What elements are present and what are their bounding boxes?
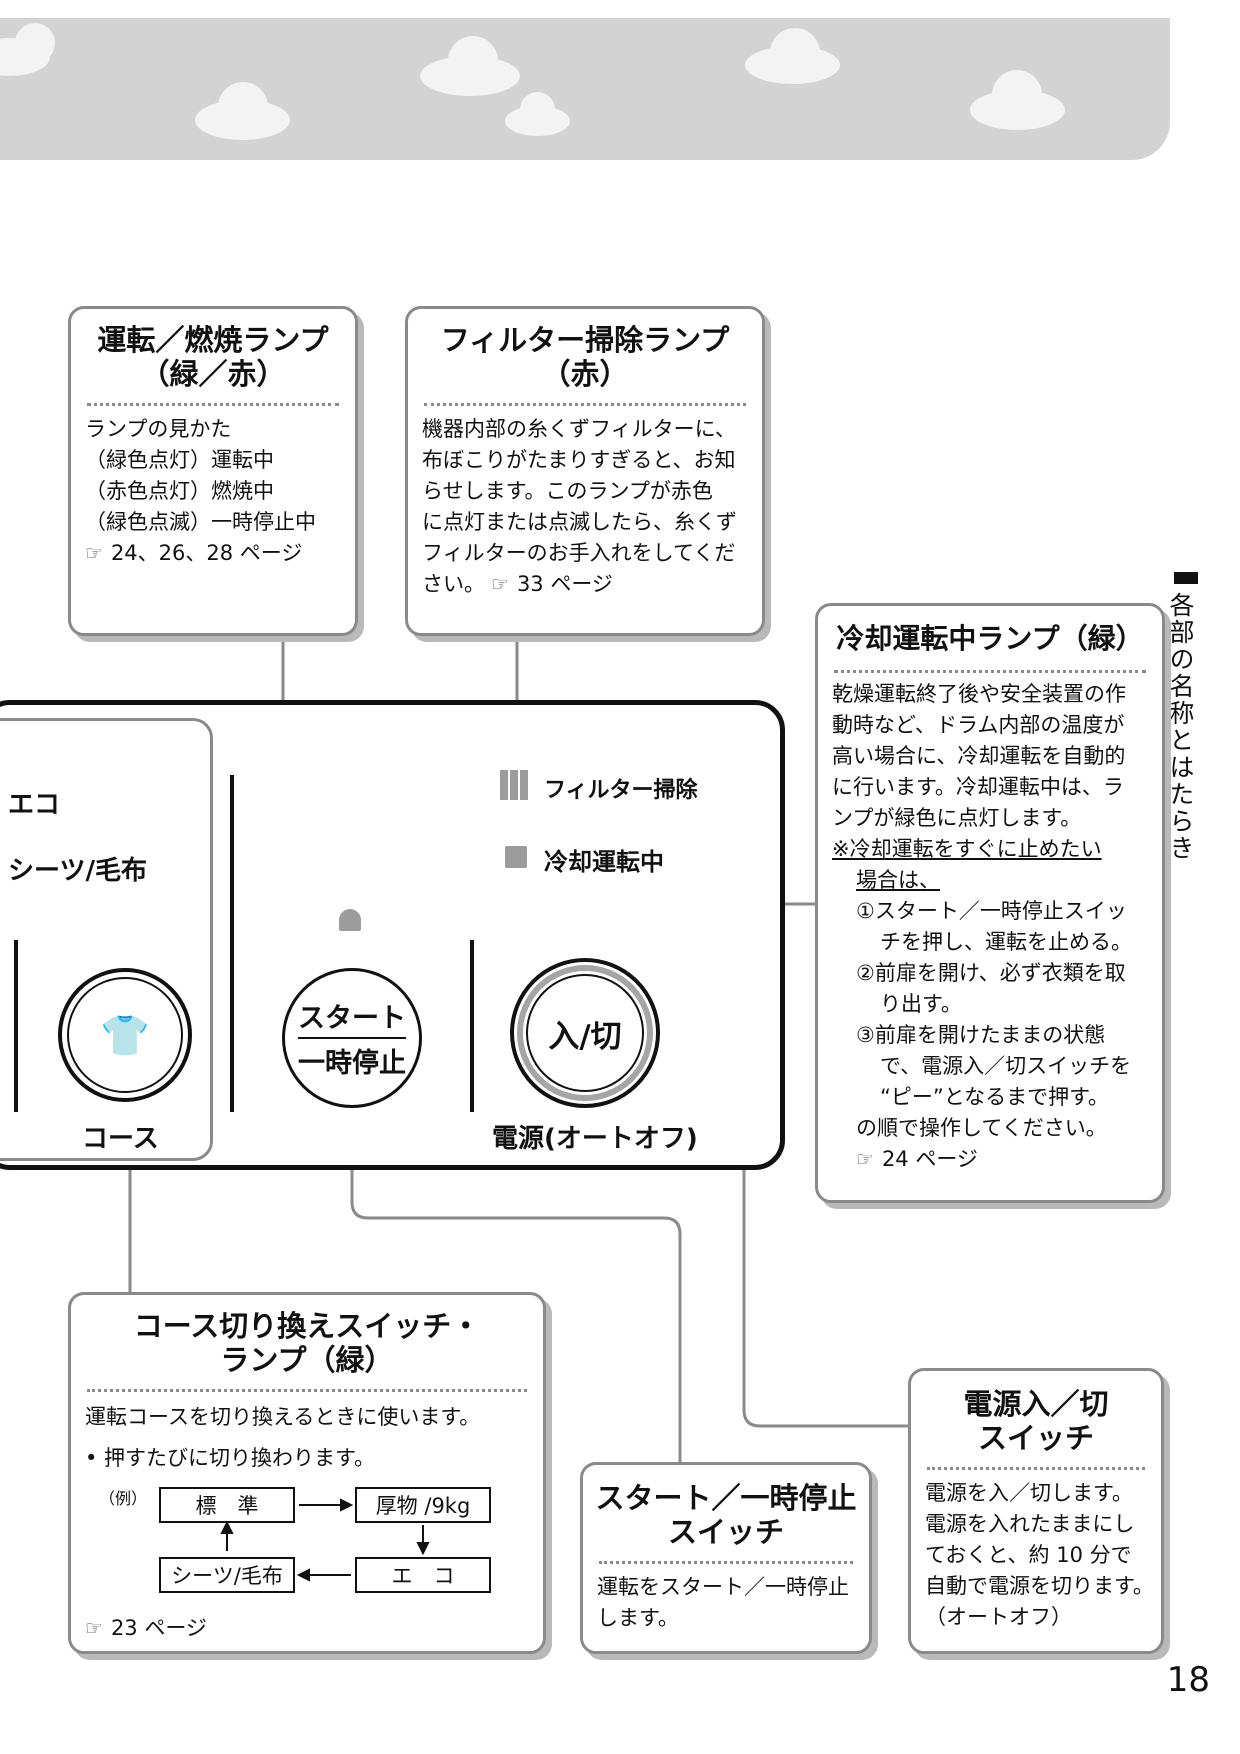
start-line: します。: [597, 1606, 679, 1630]
run-lamp-line: （緑色点灯）運転中: [85, 448, 274, 472]
cooling-step: で、電源入／切スイッチを: [880, 1054, 1132, 1078]
cooling-note: ※冷却運転をすぐに止めたい: [832, 837, 1102, 861]
flow-arrows: [220, 1498, 430, 1582]
sheets-course-label: シーツ/毛布: [8, 856, 147, 886]
page-number: 18: [1166, 1660, 1210, 1700]
cooling-lamp-icon: [505, 846, 527, 868]
filter-lamp-icon: [500, 770, 530, 800]
power-line: （オートオフ）: [925, 1605, 1072, 1629]
cooling-step: “ピー”となるまで押す。: [880, 1085, 1110, 1109]
cooling-note: 場合は、: [856, 868, 940, 892]
callout-run-burn-lamp: 運転／燃焼ランプ （緑／赤） ランプの見かた （緑色点灯）運転中 （赤色点灯）燃…: [68, 306, 358, 636]
filter-lamp-title-1: フィルター掃除ランプ: [440, 323, 730, 357]
callout-filter-lamp: フィルター掃除ランプ （赤） 機器内部の糸くずフィルターに、 布ぼこりがたまりす…: [405, 306, 765, 636]
run-lamp-title-1: 運転／燃焼ランプ: [97, 323, 329, 357]
page-ref-icon: ☞: [856, 1147, 874, 1171]
page-ref-icon: ☞: [85, 541, 103, 565]
power-btn-label: 入/切: [548, 1018, 622, 1055]
side-tab-label: 各部の名称とはたらき: [1166, 592, 1195, 862]
start-btn-line2: 一時停止: [298, 1048, 406, 1079]
power-label: 電源(オートオフ): [492, 1124, 698, 1154]
flow-heavy: 厚物 /9kg: [355, 1487, 491, 1523]
page-ref-icon: ☞: [85, 1616, 103, 1640]
callout-power-switch: 電源入／切 スイッチ 電源を入／切します。 電源を入れたままにし ておくと、約 …: [908, 1368, 1164, 1654]
start-title-1: スタート／一時停止: [595, 1481, 857, 1515]
panel-divider-left: [14, 940, 18, 1112]
run-lamp-title-2: （緑／赤）: [140, 357, 286, 391]
course-button[interactable]: 👕: [58, 968, 192, 1102]
callout-cooling-lamp: 冷却運転中ランプ（緑） 乾燥運転終了後や安全装置の作 動時など、ドラム内部の温度…: [815, 603, 1165, 1203]
power-line: ておくと、約 10 分で: [925, 1543, 1132, 1567]
run-lamp-line: ランプの見かた: [85, 417, 232, 441]
filter-lamp-line: 布ぼこりがたまりすぎると、お知: [422, 448, 736, 472]
cooling-closing: の順で操作してください。: [856, 1116, 1107, 1140]
panel-divider-1: [230, 775, 234, 1112]
callout-course-switch: コース切り換えスイッチ・ ランプ（緑） 運転コースを切り換えるときに使います。 …: [68, 1292, 546, 1654]
run-lamp-ref: 24、26、28 ページ: [110, 541, 303, 565]
cooling-lamp-label: 冷却運転中: [544, 848, 664, 876]
power-title-1: 電源入／切: [963, 1387, 1109, 1421]
cooling-line: 乾燥運転終了後や安全装置の作: [832, 682, 1126, 706]
callout-start-switch: スタート／一時停止 スイッチ 運転をスタート／一時停止 します。: [580, 1462, 872, 1654]
header-band: [0, 18, 1170, 160]
course-ref: 23 ページ: [110, 1616, 207, 1640]
cooling-step: ③前扉を開けたままの状態: [856, 1023, 1106, 1047]
filter-lamp-label: フィルター掃除: [544, 778, 698, 803]
flow-eco: エ コ: [355, 1557, 491, 1593]
run-burn-lamp: [339, 909, 361, 931]
panel-divider-2: [470, 940, 474, 1112]
cooling-step: り出す。: [880, 992, 962, 1016]
cooling-step: ①スタート／一時停止スイッ: [856, 899, 1127, 923]
eco-course-label: エコ: [8, 790, 61, 820]
filter-lamp-last-line: さい。: [422, 572, 485, 596]
power-line: 電源を入れたままにし: [925, 1512, 1135, 1536]
line-start: [350, 1084, 682, 1462]
shirt-icon: 👕: [100, 1012, 150, 1059]
power-button[interactable]: 入/切: [510, 958, 660, 1108]
cooling-line: に行います。冷却運転中は、ラ: [832, 775, 1124, 799]
cooling-line: 動時など、ドラム内部の温度が: [832, 713, 1125, 737]
cooling-line: ンプが緑色に点灯します。: [832, 806, 1082, 830]
course-frame: [0, 718, 213, 1161]
course-title-1: コース切り換えスイッチ・: [133, 1309, 481, 1343]
filter-lamp-line: に点灯または点滅したら、糸くず: [422, 510, 737, 534]
course-line1: 運転コースを切り換えるときに使います。: [85, 1405, 481, 1429]
start-pause-button[interactable]: スタート 一時停止: [282, 968, 422, 1108]
filter-lamp-line: らせします。このランプが赤色: [422, 479, 713, 503]
start-title-2: スイッチ: [667, 1515, 784, 1549]
course-label: コース: [82, 1124, 159, 1154]
page-ref-icon: ☞: [491, 572, 509, 596]
filter-lamp-line: 機器内部の糸くずフィルターに、: [422, 417, 736, 441]
filter-lamp-title-2: （赤）: [541, 357, 629, 391]
flow-sheets: シーツ/毛布: [159, 1557, 295, 1593]
cooling-step: チを押し、運転を止める。: [880, 930, 1132, 954]
side-tab-marker: [1174, 572, 1198, 584]
course-title-2: ランプ（緑）: [220, 1343, 394, 1377]
example-label: （例）: [99, 1489, 148, 1508]
course-bullet: • 押すたびに切り換わります。: [85, 1446, 375, 1470]
cooling-line: 高い場合に、冷却運転を自動的: [832, 744, 1126, 768]
start-line: 運転をスタート／一時停止: [597, 1575, 849, 1599]
filter-lamp-line: フィルターのお手入れをしてくだ: [422, 541, 736, 565]
cooling-step: ②前扉を開け、必ず衣類を取: [856, 961, 1126, 985]
power-title-2: スイッチ: [977, 1421, 1094, 1455]
cooling-ref: 24 ページ: [881, 1147, 978, 1171]
run-lamp-line: （赤色点灯）燃焼中: [85, 479, 274, 503]
start-btn-line1: スタート: [298, 996, 406, 1039]
cooling-lamp-title: 冷却運転中ランプ（緑）: [836, 622, 1144, 655]
power-line: 自動で電源を切ります。: [925, 1574, 1154, 1598]
power-line: 電源を入／切します。: [925, 1481, 1133, 1505]
filter-lamp-ref: 33 ページ: [516, 572, 613, 596]
run-lamp-line: （緑色点滅）一時停止中: [85, 510, 316, 534]
